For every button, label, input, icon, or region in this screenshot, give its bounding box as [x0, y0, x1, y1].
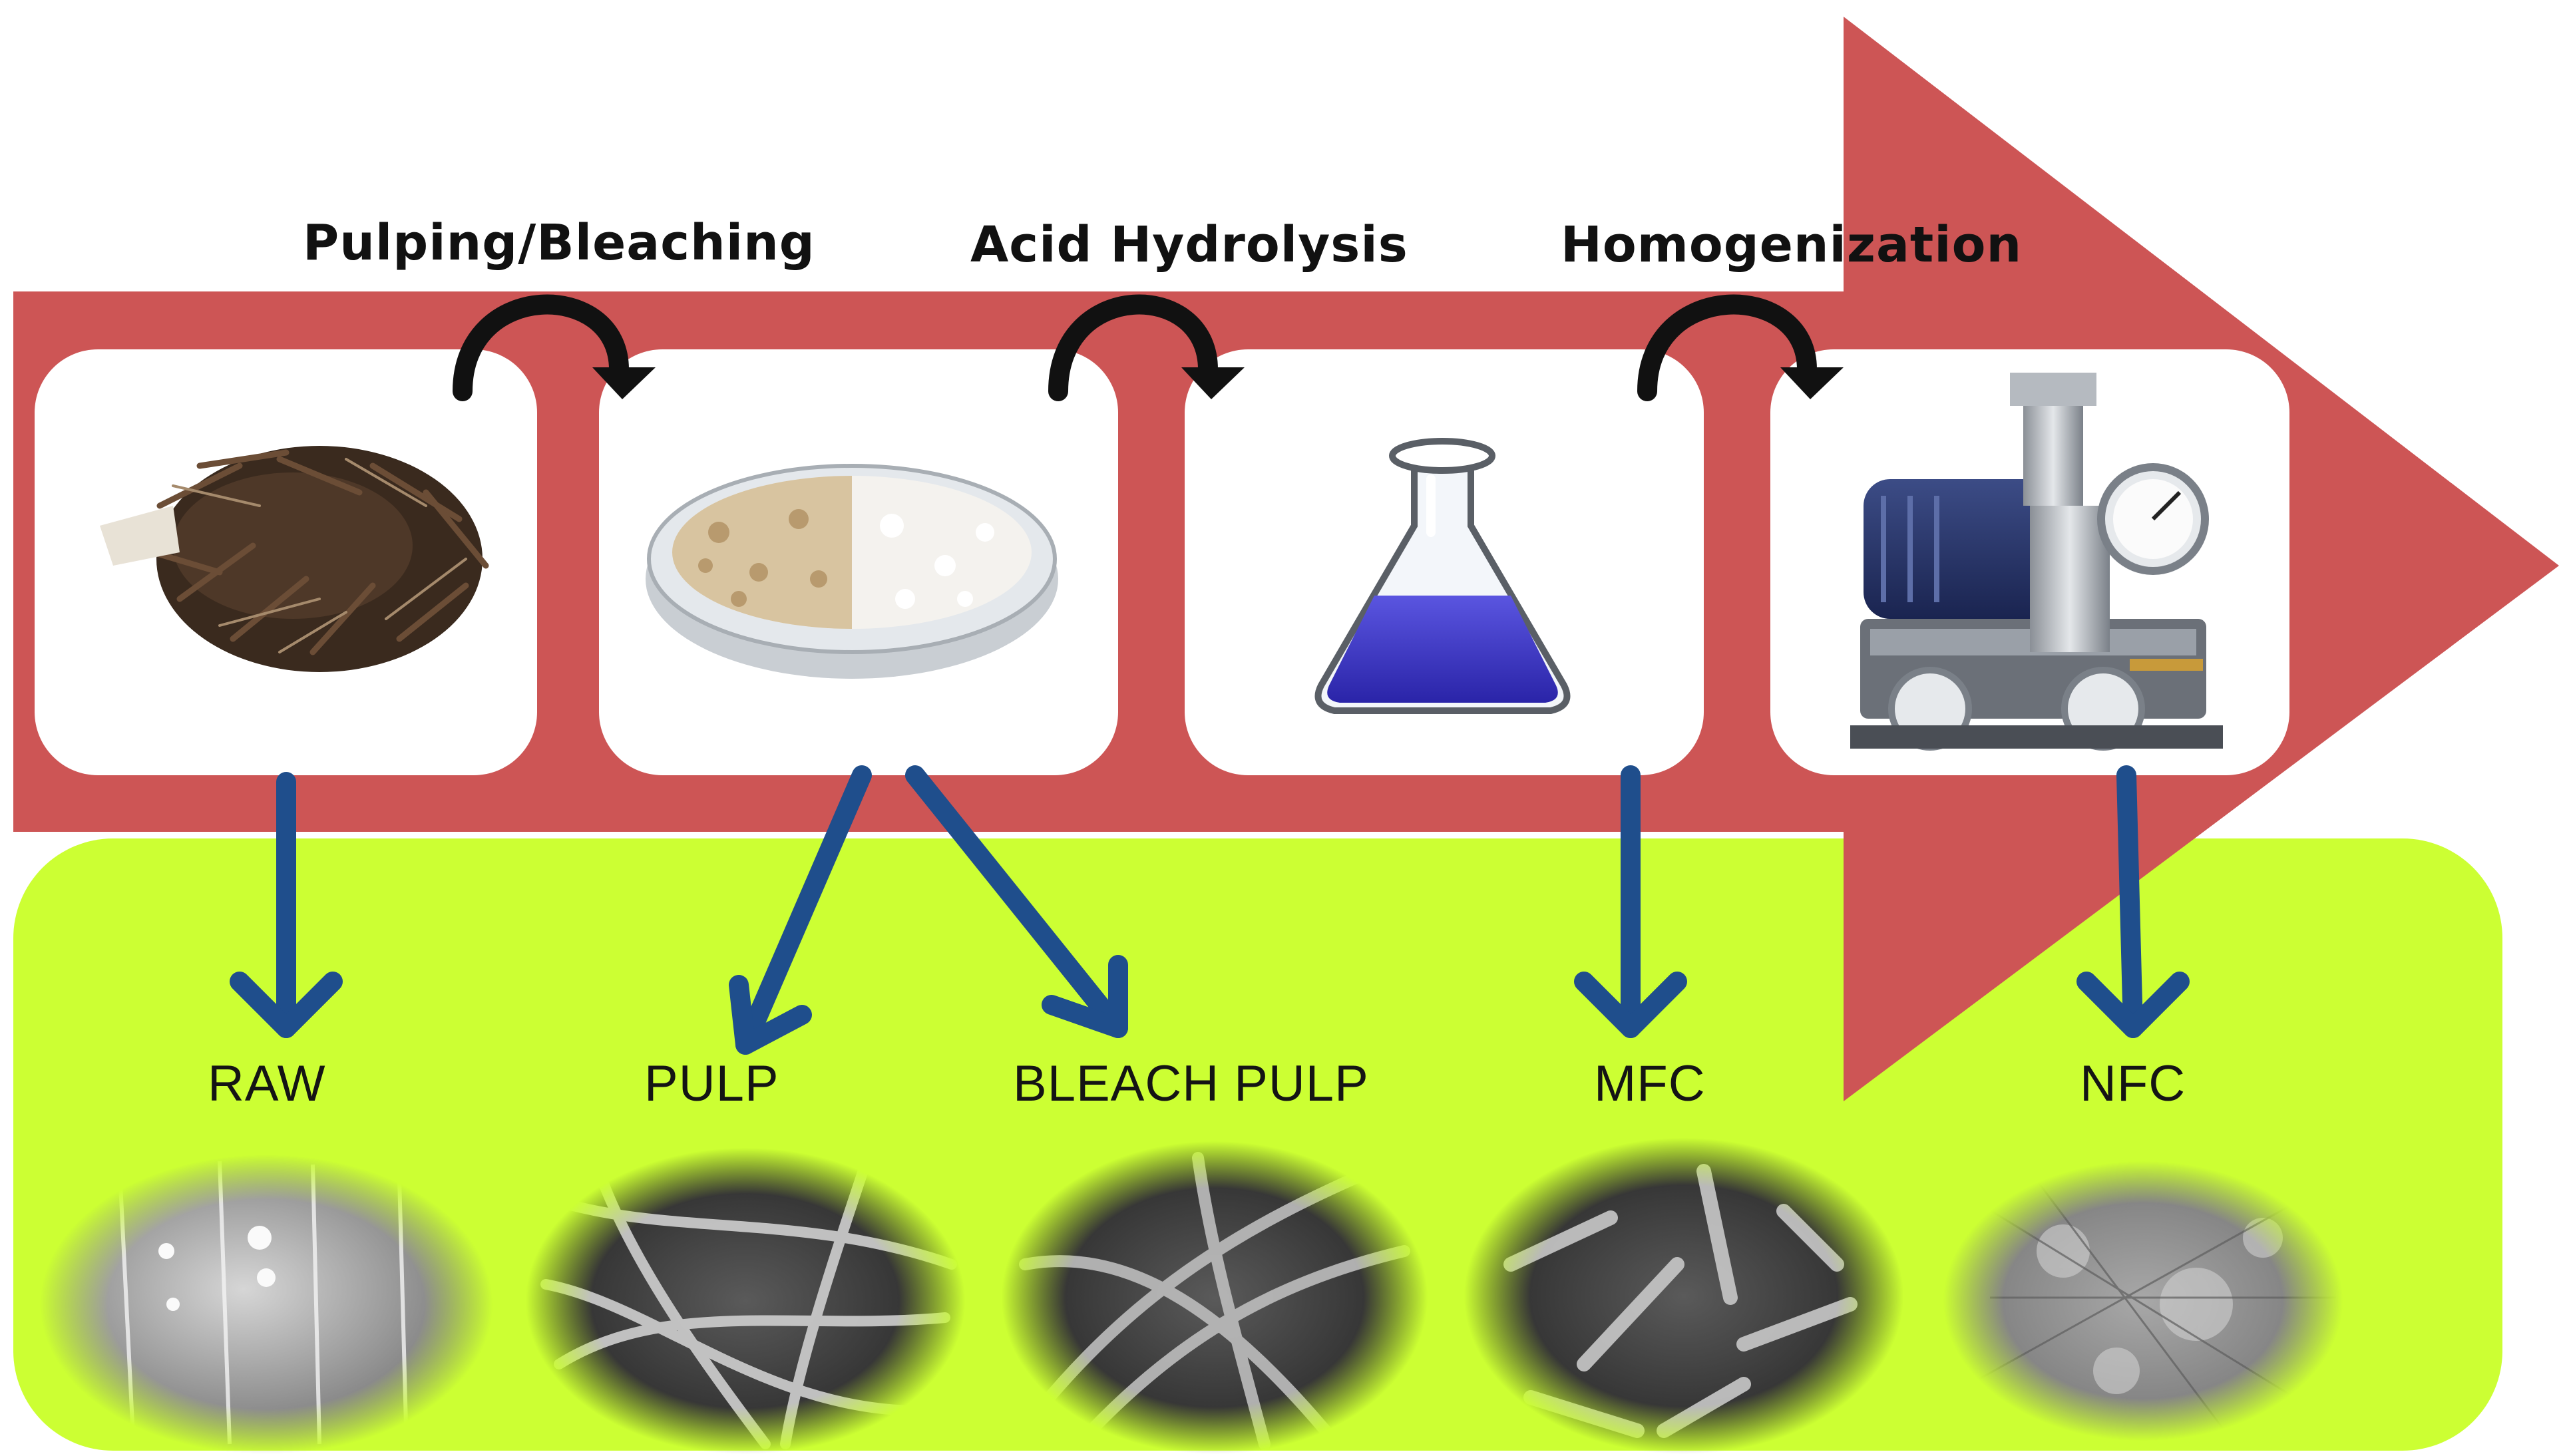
raw-fiber-icon: [100, 446, 489, 672]
step-label-pulping: Pulping/Bleaching: [303, 214, 815, 272]
flask-icon: [1314, 438, 1571, 714]
sem-image-mfc: [1464, 1138, 1903, 1454]
sem-image-raw: [40, 1155, 493, 1454]
output-label-pulp: PULP: [644, 1055, 779, 1112]
output-label-raw: RAW: [208, 1055, 326, 1112]
curved-arrow-icon: [453, 294, 1817, 401]
output-label-nfc: NFC: [2080, 1055, 2186, 1112]
step-label-homogenization: Homogenization: [1561, 216, 2023, 273]
sem-image-pulp: [526, 1148, 965, 1454]
output-label-bleach-pulp: BLEACH PULP: [1013, 1055, 1369, 1112]
sem-image-bleach-pulp: [1002, 1141, 1428, 1454]
petri-dish-icon: [646, 464, 1058, 679]
sem-image-nfc: [1943, 1161, 2343, 1441]
output-arrow-icon: [230, 765, 2190, 1055]
output-label-mfc: MFC: [1594, 1055, 1706, 1112]
step-label-acid-hydrolysis: Acid Hydrolysis: [970, 216, 1408, 273]
homogenizer-icon: [1850, 373, 2223, 751]
